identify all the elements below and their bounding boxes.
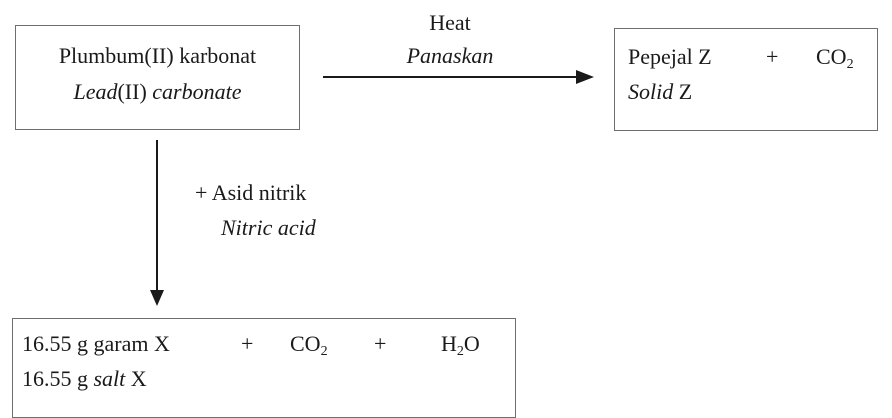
heat-product-plus: + <box>766 44 779 69</box>
acid-product-box <box>12 318 516 418</box>
reactant-box <box>15 25 300 130</box>
co2-main-text: CO <box>816 44 847 69</box>
acid-arrow <box>150 140 164 306</box>
heat-label-english: Heat <box>429 10 471 35</box>
solid-letter: Z <box>678 79 693 104</box>
acid-label-malay: + Asid nitrik <box>195 180 307 205</box>
heat-label-malay: Panaskan <box>406 43 494 68</box>
heat-arrow <box>323 70 594 84</box>
h2o-subscript: 2 <box>456 344 464 359</box>
h2o-o: O <box>463 331 480 356</box>
heat-product-box <box>614 28 878 131</box>
solid-italic-word: Solid <box>628 79 674 104</box>
reactant-name-en-prefix: Lead <box>73 79 118 104</box>
salt-en-italic: salt <box>93 366 126 391</box>
reactant-name-en-oxidation: (II) <box>117 79 147 104</box>
co2-subscript: 2 <box>320 344 328 359</box>
acid-product-salt-english: 16.55 g salt X <box>22 366 147 392</box>
acid-label-english: Nitric acid <box>221 215 316 240</box>
heat-product-solid-malay: Pepejal Z <box>628 44 712 69</box>
reactant-name-malay: Plumbum(II) karbonat <box>58 43 257 68</box>
acid-product-co2: CO2 <box>290 331 328 359</box>
reactant-name-english: Lead(II) carbonate <box>15 79 300 105</box>
heat-product-solid-english: Solid Z <box>628 79 692 105</box>
reactant-name-en-suffix: carbonate <box>152 79 242 104</box>
acid-product-plus-2: + <box>374 331 387 356</box>
h2o-h: H <box>441 331 457 356</box>
co2-subscript: 2 <box>846 57 854 72</box>
acid-product-h2o: H2O <box>441 331 480 359</box>
acid-product-plus-1: + <box>241 331 254 356</box>
co2-main-text: CO <box>290 331 321 356</box>
heat-product-co2: CO2 <box>816 44 854 72</box>
arrows-layer <box>150 70 594 306</box>
salt-en-suffix: X <box>130 366 147 391</box>
salt-en-prefix: 16.55 g <box>22 366 88 391</box>
acid-product-salt-malay: 16.55 g garam X <box>22 331 170 356</box>
